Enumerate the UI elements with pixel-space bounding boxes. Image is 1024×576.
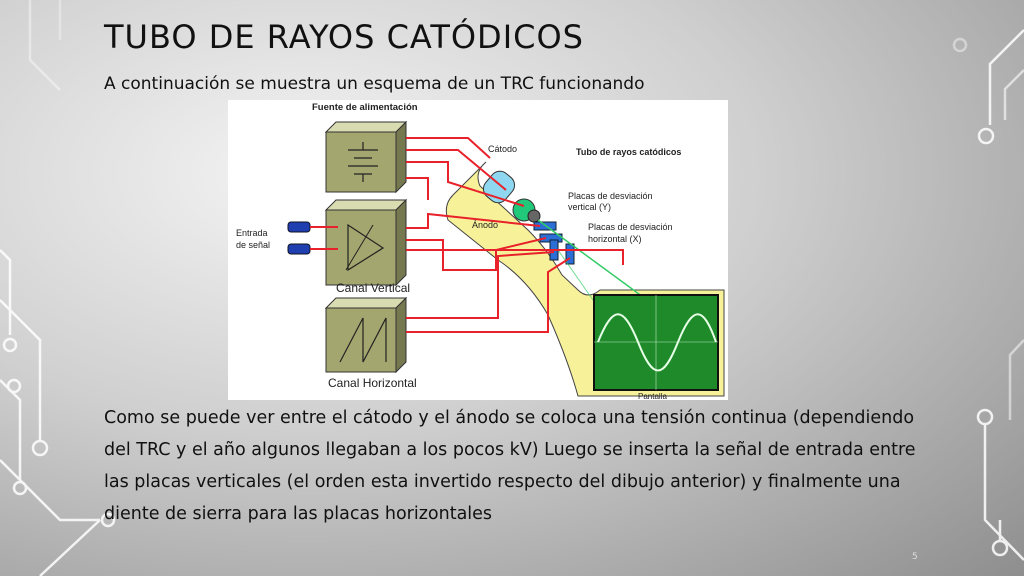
tube-label: Tubo de rayos catódicos <box>576 147 681 157</box>
input-label-1: Entrada <box>236 228 268 238</box>
sine-wave-trace <box>597 313 717 372</box>
wiring <box>406 137 624 333</box>
screen-grid <box>594 295 718 390</box>
signal-input-connector-top <box>287 221 311 233</box>
power-supply-label: Fuente de alimentación <box>312 102 418 113</box>
slide-title: TUBO DE RAYOS CATÓDICOS <box>104 18 584 56</box>
horizontal-channel-box <box>324 296 408 374</box>
vertical-plates-label-1: Placas de desviación <box>568 191 653 201</box>
cathode-label: Cátodo <box>488 144 517 154</box>
screen-label: Pantalla <box>638 392 667 400</box>
horizontal-channel-label: Canal Horizontal <box>328 376 417 390</box>
anode-label: Ánodo <box>472 220 498 230</box>
slide-body-text: Como se puede ver entre el cátodo y el á… <box>104 408 916 524</box>
slide-subtitle: A continuación se muestra un esquema de … <box>104 74 645 94</box>
input-label-2: de señal <box>236 240 270 250</box>
horizontal-plates-label-2: horizontal (X) <box>588 234 642 244</box>
vertical-channel-box <box>324 198 408 287</box>
vertical-channel-label: Canal Vertical <box>336 281 410 295</box>
power-supply-box <box>324 120 408 194</box>
horizontal-plate-right <box>565 243 575 265</box>
page-number: 5 <box>912 552 918 562</box>
signal-input-connector-bottom <box>287 243 311 255</box>
crt-diagram: Fuente de alimentación Tubo de rayos cat… <box>228 100 728 400</box>
horizontal-plates-label-1: Placas de desviación <box>588 222 673 232</box>
vertical-plates-label-2: vertical (Y) <box>568 202 611 212</box>
